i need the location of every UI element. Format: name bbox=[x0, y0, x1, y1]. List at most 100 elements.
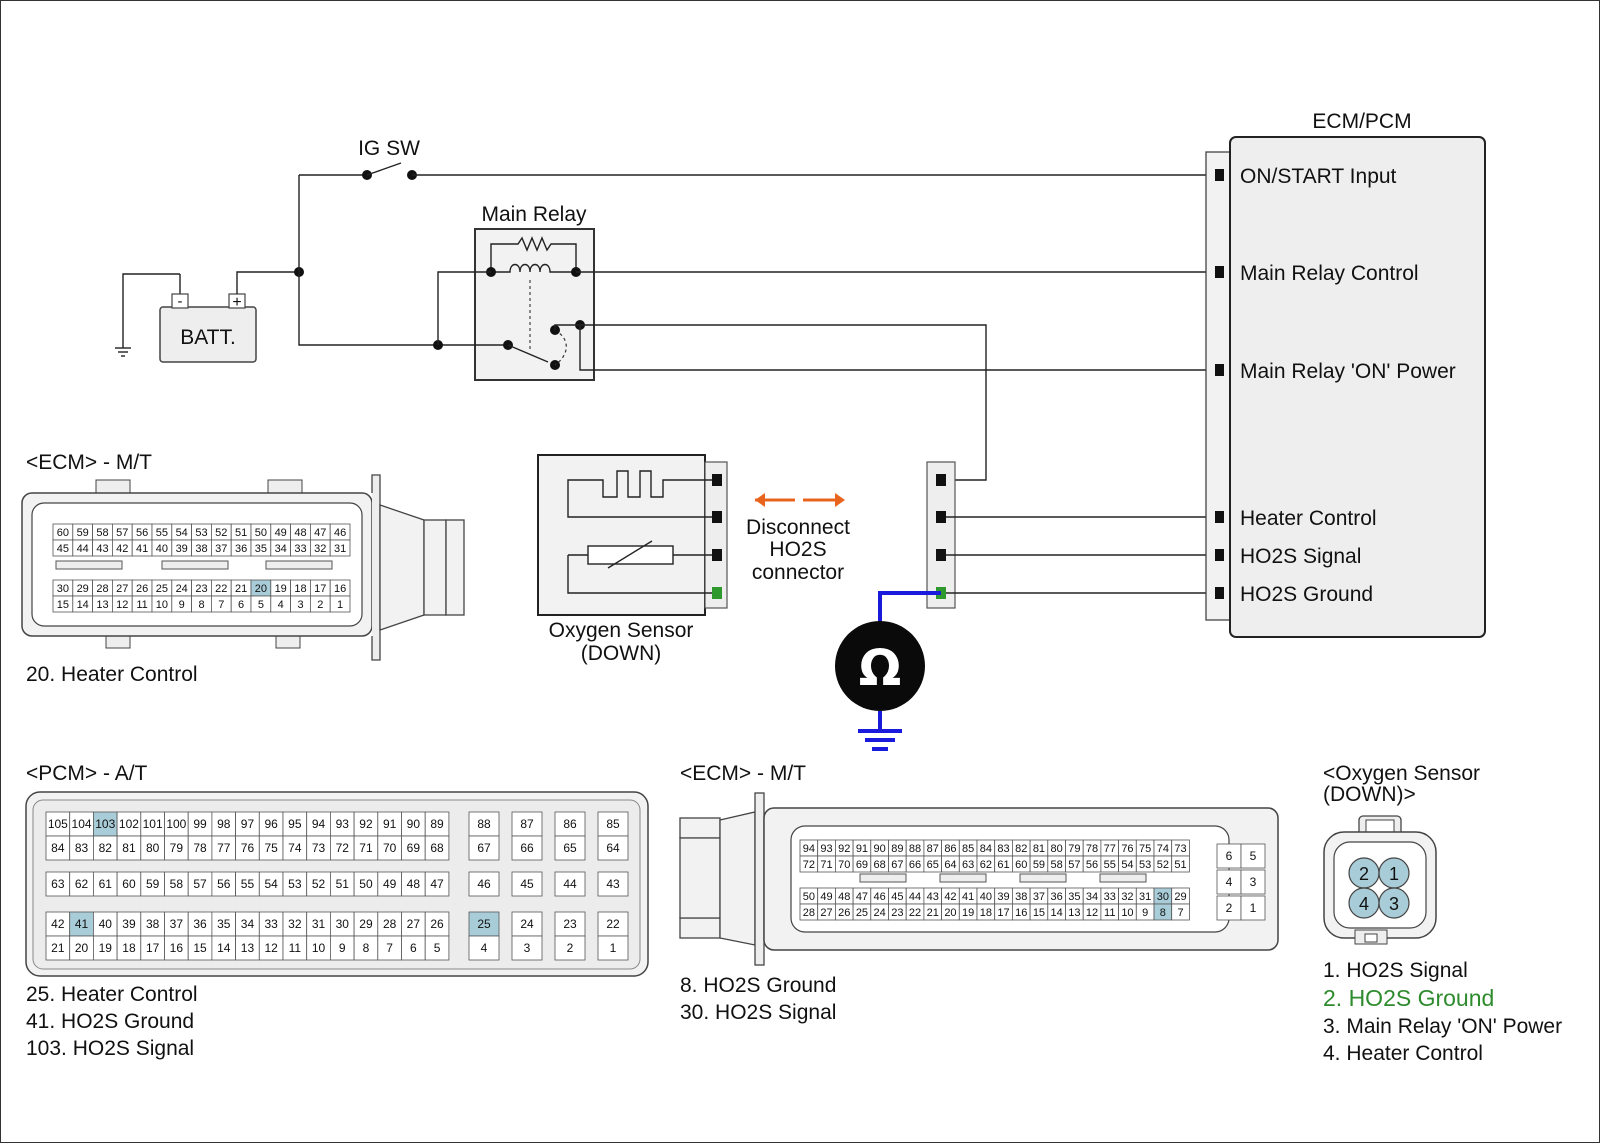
pin-number: 46 bbox=[334, 527, 346, 539]
pin-number: 18 bbox=[294, 583, 306, 595]
pin-number: 37 bbox=[1033, 891, 1045, 903]
pin-number: 80 bbox=[146, 841, 160, 855]
pin-number: 3 bbox=[1250, 875, 1257, 889]
pin-number: 44 bbox=[77, 543, 89, 555]
main-relay bbox=[474, 228, 595, 381]
ecm-mt-right-title: <ECM> - M/T bbox=[680, 762, 806, 785]
pin-number: 104 bbox=[72, 817, 92, 831]
ecm-pcm-block bbox=[1229, 136, 1486, 638]
relay-switch-blade bbox=[507, 344, 549, 363]
pin-number: 60 bbox=[1015, 859, 1027, 871]
pin-number: 56 bbox=[217, 877, 231, 891]
pin-number: 95 bbox=[288, 817, 302, 831]
pin-number: 46 bbox=[874, 891, 886, 903]
pin-number: 76 bbox=[241, 841, 255, 855]
pin-number: 21 bbox=[235, 583, 247, 595]
ohm-symbol: Ω bbox=[859, 639, 902, 697]
pin-number: 52 bbox=[1157, 859, 1169, 871]
pin-number: 31 bbox=[312, 917, 326, 931]
pin-number: 80 bbox=[1051, 843, 1063, 855]
pin-number: 2 bbox=[317, 599, 323, 611]
relay-resistor bbox=[490, 236, 577, 272]
pin-number: 79 bbox=[170, 841, 184, 855]
pin-cell bbox=[1240, 895, 1266, 921]
b-plus-bus bbox=[298, 175, 438, 346]
pin-number: 26 bbox=[430, 917, 444, 931]
pin-number: 27 bbox=[116, 583, 128, 595]
pin-number: 77 bbox=[217, 841, 231, 855]
pin-number: 92 bbox=[838, 843, 850, 855]
battery-minus-label: - bbox=[178, 293, 183, 310]
pin-cell bbox=[329, 595, 351, 613]
pin-number: 39 bbox=[176, 543, 188, 555]
pin-number: 12 bbox=[1086, 907, 1098, 919]
pin-number: 50 bbox=[803, 891, 815, 903]
pin-number: 84 bbox=[51, 841, 65, 855]
battery-label: BATT. bbox=[180, 326, 236, 349]
pin-number: 57 bbox=[1068, 859, 1080, 871]
pin-cell bbox=[554, 811, 586, 837]
pin-number: 20 bbox=[944, 907, 956, 919]
pin-number: 22 bbox=[215, 583, 227, 595]
battery-ground-wire bbox=[122, 273, 180, 348]
pin-number: 17 bbox=[997, 907, 1009, 919]
pin-number: 99 bbox=[193, 817, 207, 831]
pin-cell bbox=[511, 911, 543, 937]
o2-legend-1-highlight: 2. HO2S Ground bbox=[1323, 985, 1494, 1011]
o2-connector-title-line2: (DOWN)> bbox=[1323, 783, 1416, 806]
circuit: - + BATT. IG SW Main Relay bbox=[115, 110, 1486, 751]
pin-number: 18 bbox=[980, 907, 992, 919]
pin-number: 37 bbox=[170, 917, 184, 931]
pin-cell bbox=[597, 871, 629, 897]
pin-number: 13 bbox=[96, 599, 108, 611]
pin-number: 30 bbox=[57, 583, 69, 595]
o2-pin-label: 3 bbox=[1389, 894, 1399, 914]
pin-number: 87 bbox=[520, 817, 534, 831]
pin-number: 37 bbox=[215, 543, 227, 555]
pin-number: 66 bbox=[520, 841, 534, 855]
pin-cell bbox=[597, 811, 629, 837]
pin-number: 74 bbox=[288, 841, 302, 855]
o2-legend-2: 3. Main Relay 'ON' Power bbox=[1323, 1015, 1562, 1038]
pin-cell bbox=[597, 935, 629, 961]
pin-cell bbox=[511, 811, 543, 837]
main-relay-on-power-wire bbox=[579, 325, 1219, 371]
pin-number: 6 bbox=[410, 941, 417, 955]
pin-cell bbox=[511, 935, 543, 961]
pin-number: 42 bbox=[51, 917, 65, 931]
pin-cell bbox=[468, 835, 500, 861]
pin-number: 35 bbox=[1068, 891, 1080, 903]
pin-number: 47 bbox=[856, 891, 868, 903]
pin-number: 31 bbox=[334, 543, 346, 555]
pin-number: 26 bbox=[838, 907, 850, 919]
pin-number: 88 bbox=[909, 843, 921, 855]
pin-number: 39 bbox=[122, 917, 136, 931]
pin-number: 44 bbox=[909, 891, 921, 903]
pin-number: 53 bbox=[288, 877, 302, 891]
ecm-mt-right-legend-1: 30. HO2S Signal bbox=[680, 1001, 836, 1024]
pin-number: 59 bbox=[1033, 859, 1045, 871]
pcm-at-legend-0: 25. Heater Control bbox=[26, 983, 198, 1006]
pin-number: 43 bbox=[96, 543, 108, 555]
pin-number: 101 bbox=[143, 817, 163, 831]
pin-number: 83 bbox=[75, 841, 89, 855]
pin-number: 58 bbox=[170, 877, 184, 891]
pin-number: 75 bbox=[264, 841, 278, 855]
pin-cell bbox=[468, 871, 500, 897]
pin-number: 3 bbox=[524, 941, 531, 955]
ecm-connector bbox=[1205, 151, 1231, 621]
pin-number: 28 bbox=[803, 907, 815, 919]
pin-number: 90 bbox=[874, 843, 886, 855]
pin-number: 62 bbox=[75, 877, 89, 891]
pin-number: 23 bbox=[195, 583, 207, 595]
pin-number: 30 bbox=[1157, 891, 1169, 903]
pin-number: 71 bbox=[820, 859, 832, 871]
ecm-mt-left-legend-0: 20. Heater Control bbox=[26, 663, 198, 686]
pin-number: 61 bbox=[99, 877, 113, 891]
pin-number: 38 bbox=[195, 543, 207, 555]
sensor-label-line1: Oxygen Sensor bbox=[549, 619, 694, 642]
pin-number: 29 bbox=[1174, 891, 1186, 903]
pin-cell bbox=[554, 871, 586, 897]
main-relay-label: Main Relay bbox=[481, 203, 587, 226]
o2-legend-3: 4. Heater Control bbox=[1323, 1042, 1483, 1065]
